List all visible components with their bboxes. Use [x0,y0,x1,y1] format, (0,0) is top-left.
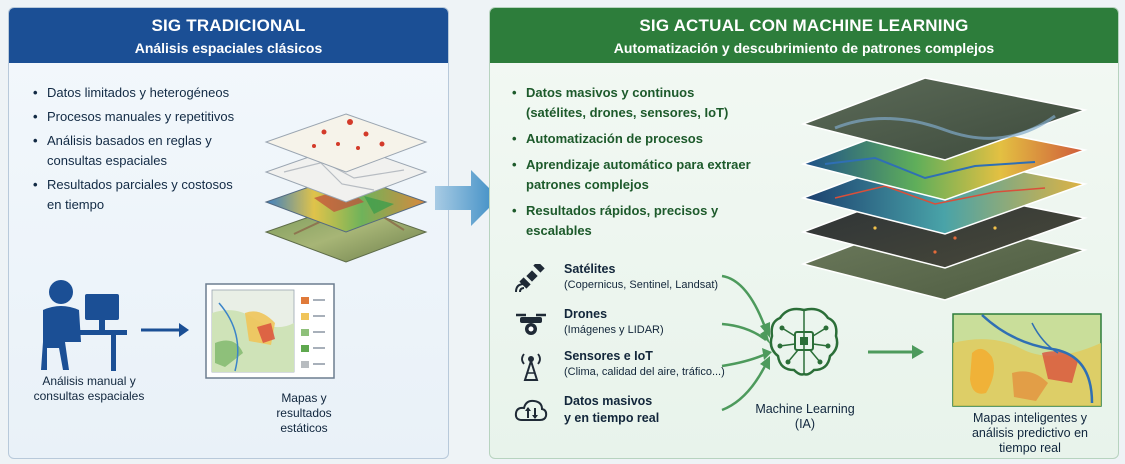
output-caption: Mapas inteligentes y análisis predictivo… [971,411,1089,455]
intelligent-map-illustration [952,313,1102,407]
source-subtitle: (Copernicus, Sentinel, Landsat) [564,279,719,291]
bullet-item: Datos limitados y heterogéneos [33,83,248,103]
arrow-right-icon [141,323,189,337]
satellite-icon [515,264,545,293]
traditional-gis-title: SIG TRADICIONAL [151,16,306,35]
bullet-item: Resultados rápidos, precisos y escalable… [512,201,752,241]
traditional-gis-subtitle: Análisis espaciales clásicos [134,40,323,56]
ml-gis-subtitle: Automatización y descubrimiento de patro… [613,40,995,56]
ml-brain-icon [769,307,839,376]
source-subtitle: (Clima, calidad del aire, tráfico...) [564,366,725,378]
transition-arrow-icon [435,170,499,226]
ml-gis-title: SIG ACTUAL CON MACHINE LEARNING [639,16,969,35]
source-title: Satélites [564,262,616,276]
person-at-computer-icon [41,280,127,371]
source-title: Datos masivos [564,394,653,408]
bullet-item: Procesos manuales y repetitivos [33,107,248,127]
source-title: Drones [564,307,608,321]
bullet-item: Resultados parciales y costosos en tiemp… [33,175,248,215]
sensor-tower-icon [521,353,541,381]
manual-analysis-caption: Análisis manual y consultas espaciales [33,374,145,403]
traditional-gis-bullet-list: Datos limitados y heterogéneos Procesos … [33,83,248,219]
satellite-layers-illustration [800,77,1088,301]
ml-to-output-arrow-icon [868,345,924,359]
source-satellites: Satélites (Copernicus, Sentinel, Landsat… [514,262,724,298]
cloud-data-icon [514,399,548,421]
ml-caption: Machine Learning (IA) [755,402,855,431]
source-to-ml-arrows [721,274,772,412]
static-maps-caption: Mapas y resultados estáticos [276,391,332,435]
source-big-data: Datos masivos y en tiempo real [514,394,724,430]
ml-gis-header: SIG ACTUAL CON MACHINE LEARNING Automati… [490,8,1118,63]
source-drones: Drones (Imágenes y LIDAR) [514,307,724,343]
bullet-item: Datos masivos y continuos (satélites, dr… [512,83,752,123]
static-map-illustration [205,283,335,379]
bullet-item: Análisis basados en reglas y consultas e… [33,131,248,171]
source-title: Sensores e IoT [564,349,653,363]
source-subtitle: y en tiempo real [564,411,660,425]
traditional-gis-panel: SIG TRADICIONAL Análisis espaciales clás… [8,7,449,459]
bullet-item: Automatización de procesos [512,129,752,149]
source-subtitle: (Imágenes y LIDAR) [564,324,664,336]
drone-icon [516,313,546,335]
traditional-gis-header: SIG TRADICIONAL Análisis espaciales clás… [9,8,448,63]
stacked-map-layers-illustration [264,113,428,263]
bullet-item: Aprendizaje automático para extraer patr… [512,155,752,195]
ml-gis-bullet-list: Datos masivos y continuos (satélites, dr… [512,83,752,247]
source-sensors-iot: Sensores e IoT (Clima, calidad del aire,… [514,349,725,385]
ml-gis-panel: SIG ACTUAL CON MACHINE LEARNING Automati… [489,7,1119,459]
